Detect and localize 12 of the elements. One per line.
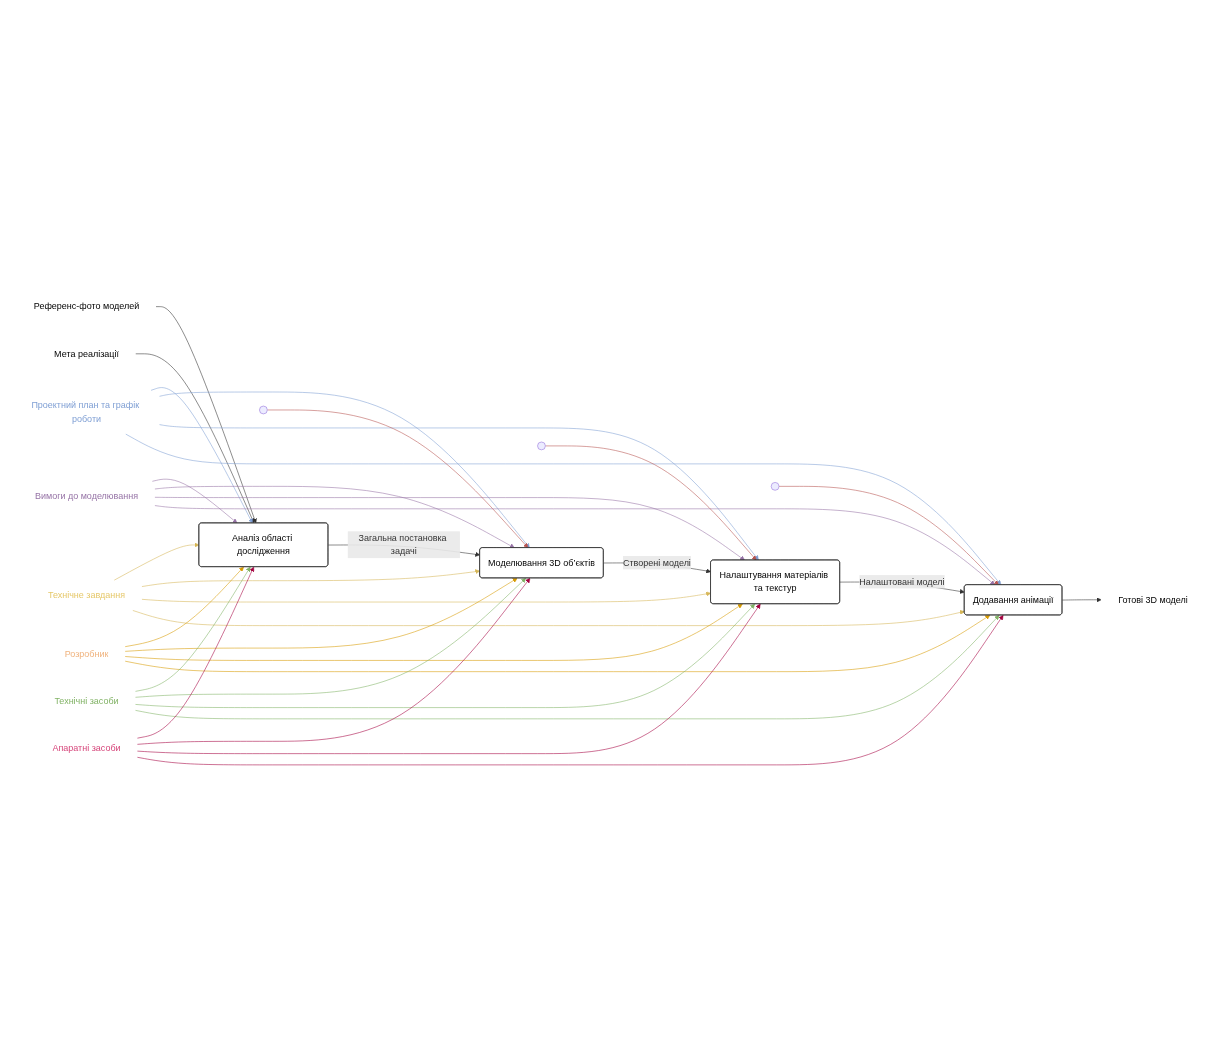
node-text: Розробник (64, 648, 108, 658)
node-text: Апаратні засоби (51, 742, 121, 753)
node-text: Мета реалізації (53, 348, 119, 359)
node-text: Вимоги до моделювання (34, 491, 138, 501)
node-text: Технічне завдання (47, 590, 125, 600)
edge-label: Налаштовані моделі (858, 576, 945, 587)
node-text: Готові 3D моделі (1117, 594, 1188, 605)
edge-label: Створені моделі (622, 557, 691, 568)
edge-label: Загальна постановка задачі (357, 532, 447, 556)
node-text: Референс-фото моделей (33, 301, 139, 311)
node-text: Проектний план та графік роботи (30, 400, 139, 424)
node-text: Технічні засоби (53, 695, 119, 706)
